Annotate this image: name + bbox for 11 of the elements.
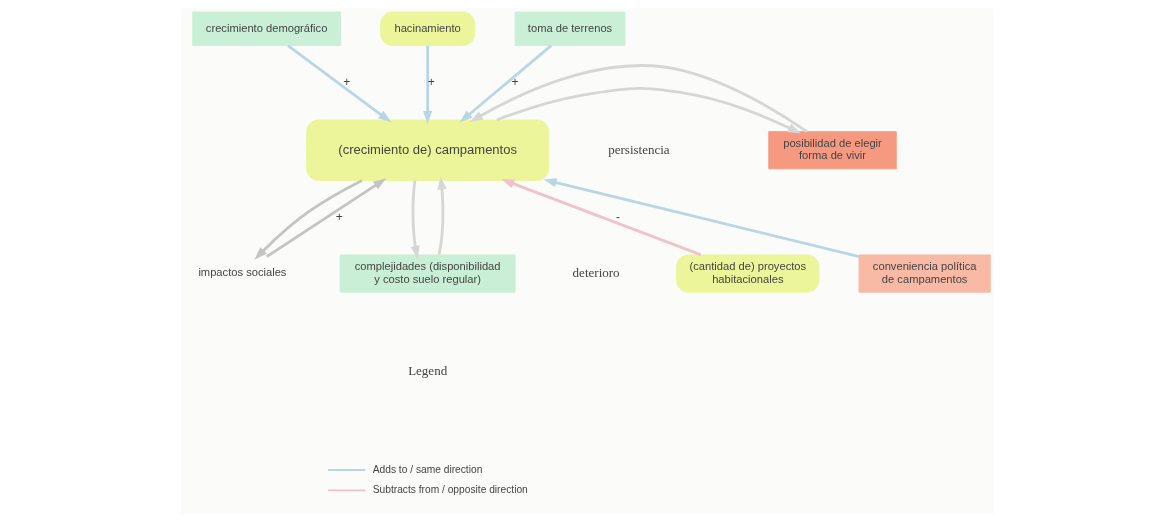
edge-label: +	[511, 74, 519, 89]
node-text: impactos sociales	[197, 266, 286, 279]
label: persistencia	[607, 141, 670, 157]
label: Legend	[407, 362, 447, 378]
legend-label: Adds to / same direction	[372, 463, 482, 475]
legend-label: Subtracts from / opposite direction	[372, 484, 528, 496]
label: deterioro	[572, 265, 620, 281]
edge-label: +	[342, 74, 350, 89]
edge-label: -	[615, 209, 620, 224]
edge-label: +	[427, 74, 435, 89]
edge-label: +	[335, 209, 343, 224]
